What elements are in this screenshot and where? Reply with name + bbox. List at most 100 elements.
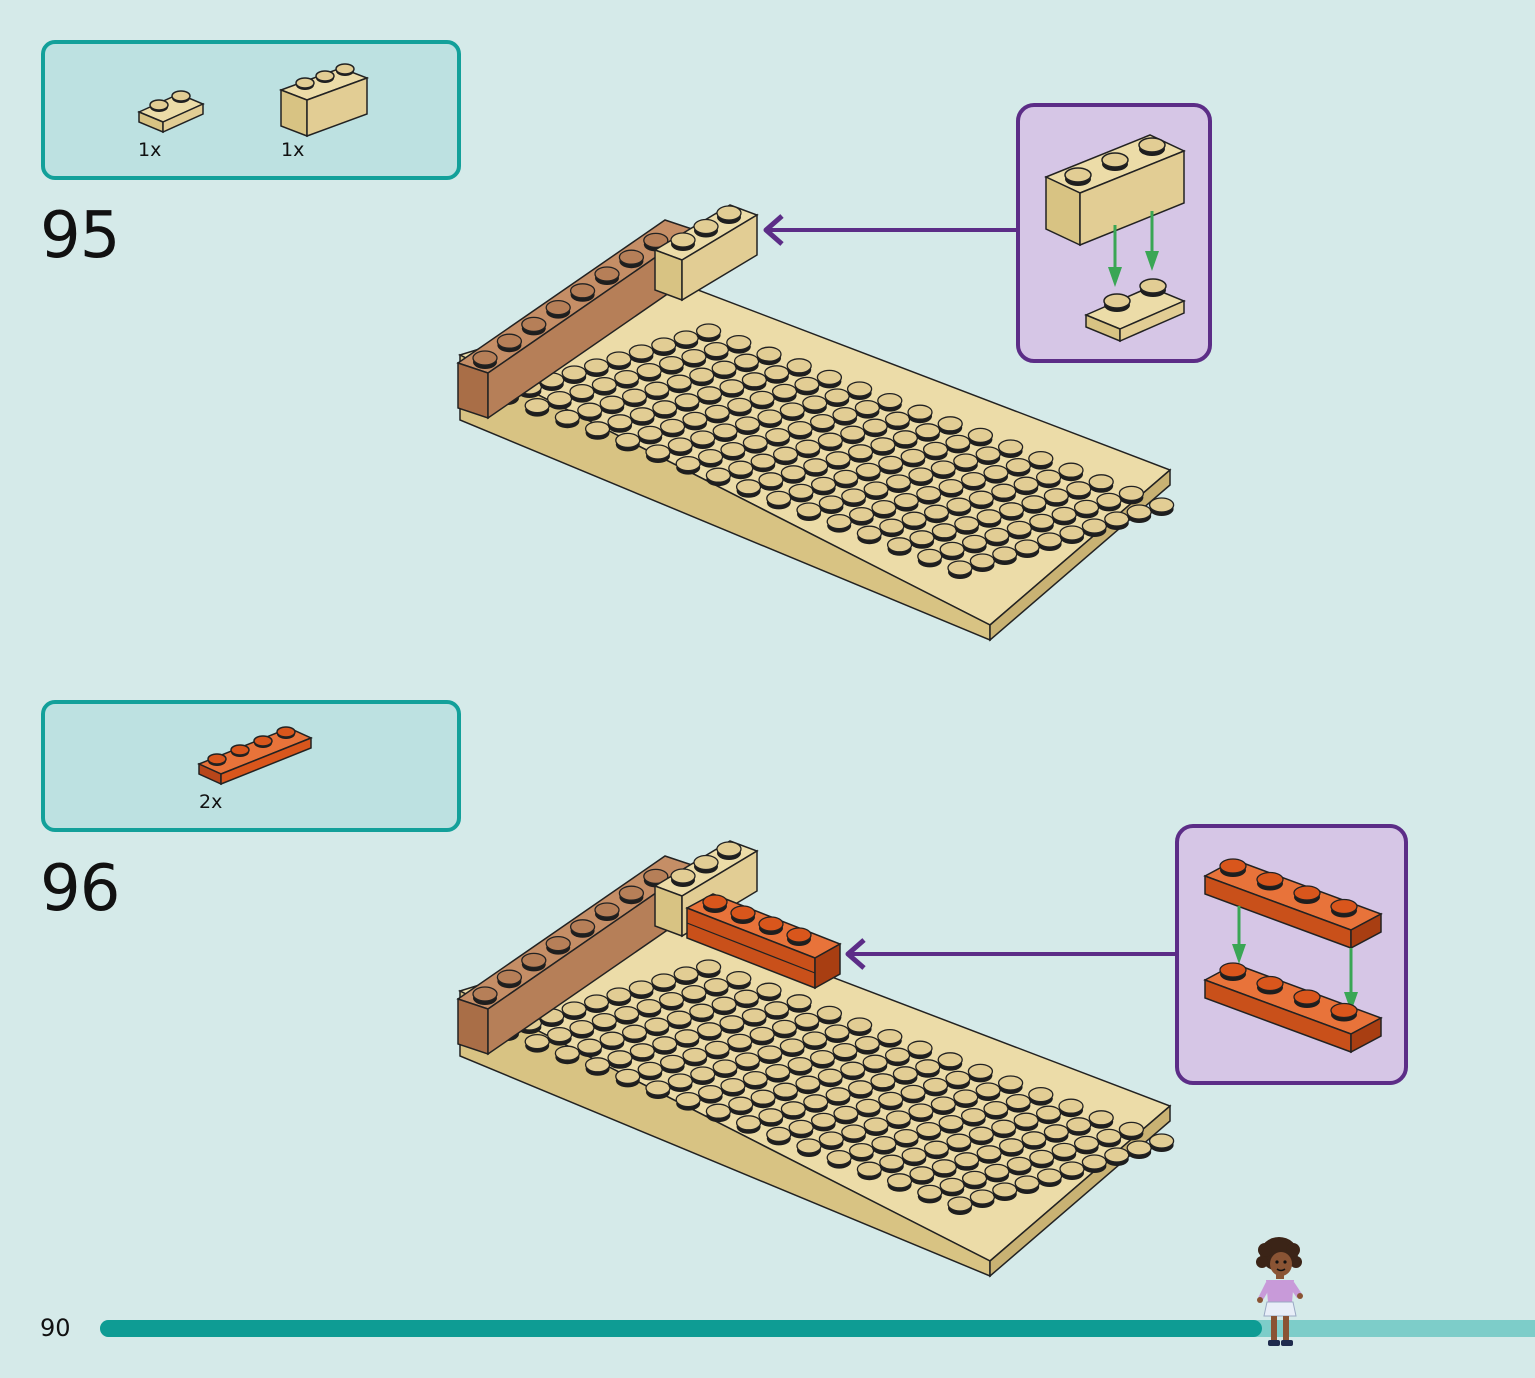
stud	[716, 205, 742, 221]
stud	[788, 1119, 814, 1136]
stud	[472, 350, 498, 366]
stud	[824, 1024, 850, 1040]
stud	[521, 952, 547, 969]
stud	[947, 1196, 973, 1212]
stud	[938, 1114, 964, 1131]
stud	[712, 423, 738, 439]
stud	[606, 351, 632, 367]
stud	[726, 334, 752, 351]
stud	[666, 374, 693, 390]
stud	[953, 453, 979, 469]
stud	[817, 432, 844, 448]
arrow-left-icon	[845, 938, 1180, 970]
stud	[569, 383, 595, 400]
stud	[615, 1068, 641, 1085]
stud	[719, 1015, 745, 1031]
stud	[877, 1028, 903, 1045]
stud	[689, 1003, 715, 1019]
stud	[554, 409, 581, 425]
stud	[726, 970, 752, 987]
stud	[1118, 485, 1145, 502]
stud	[599, 1031, 625, 1047]
stud	[644, 1017, 670, 1033]
stud	[909, 1166, 935, 1182]
stud	[856, 1161, 883, 1177]
stud	[696, 386, 723, 402]
stud	[1006, 520, 1033, 537]
stud	[756, 982, 782, 998]
baseplate-studs	[494, 959, 1175, 1215]
stud	[569, 919, 596, 935]
stud	[730, 905, 756, 921]
stud	[916, 485, 942, 502]
stud	[584, 1057, 611, 1073]
stud	[1293, 885, 1321, 901]
stud	[984, 1163, 1010, 1180]
stud	[1104, 1147, 1130, 1163]
stud	[817, 1068, 844, 1084]
stud	[968, 1126, 995, 1142]
stud	[998, 502, 1025, 518]
stud	[704, 1040, 731, 1057]
stud	[1028, 450, 1054, 467]
stud	[703, 977, 730, 994]
stud	[636, 362, 662, 379]
stud	[741, 1008, 768, 1024]
stud	[917, 548, 943, 565]
stud	[594, 902, 620, 918]
stud	[825, 451, 851, 467]
orange-1x4-plate-icon	[197, 726, 313, 786]
stud	[1126, 504, 1152, 520]
stud	[969, 1189, 996, 1205]
stud	[780, 1101, 807, 1117]
stud	[840, 425, 866, 441]
stud	[690, 430, 716, 446]
stud	[832, 1042, 858, 1059]
stud	[1081, 1154, 1108, 1170]
stud	[733, 989, 760, 1005]
stud	[983, 464, 1009, 481]
stud	[711, 996, 737, 1012]
stud	[618, 885, 645, 901]
stud	[937, 1052, 963, 1068]
stud	[772, 446, 799, 462]
stud	[716, 841, 742, 857]
stud	[794, 1012, 820, 1029]
stud	[771, 383, 798, 400]
stud	[1014, 539, 1040, 555]
stud	[848, 1142, 875, 1159]
orange-plates-placed	[685, 893, 842, 990]
stud	[787, 420, 813, 437]
stud	[636, 998, 662, 1015]
stud	[1013, 1112, 1039, 1128]
stud	[703, 341, 730, 358]
stud	[1028, 1086, 1054, 1103]
stud	[931, 1159, 958, 1175]
stud	[908, 1103, 934, 1119]
stud	[702, 894, 728, 910]
stud	[645, 444, 671, 460]
stud	[728, 460, 754, 476]
stud	[998, 1138, 1025, 1154]
stud	[786, 994, 812, 1010]
stud	[594, 266, 620, 282]
stud	[945, 1070, 971, 1087]
stud	[561, 1001, 587, 1017]
stud	[758, 1108, 784, 1124]
stud	[727, 397, 753, 414]
stud	[621, 1024, 648, 1040]
stud	[771, 1019, 798, 1036]
stud	[991, 1119, 1017, 1135]
stud	[930, 1096, 957, 1112]
stud	[945, 434, 971, 451]
stud	[521, 316, 547, 333]
stud	[824, 388, 850, 404]
progress-fill	[100, 1320, 1263, 1337]
stud	[545, 935, 571, 952]
stud	[1059, 525, 1085, 541]
stud	[946, 497, 972, 513]
parts-box-step-95: 1x 1x	[41, 40, 461, 180]
arrow-down-icon	[1232, 906, 1358, 1012]
stud	[1035, 469, 1062, 485]
stud	[742, 1070, 769, 1087]
